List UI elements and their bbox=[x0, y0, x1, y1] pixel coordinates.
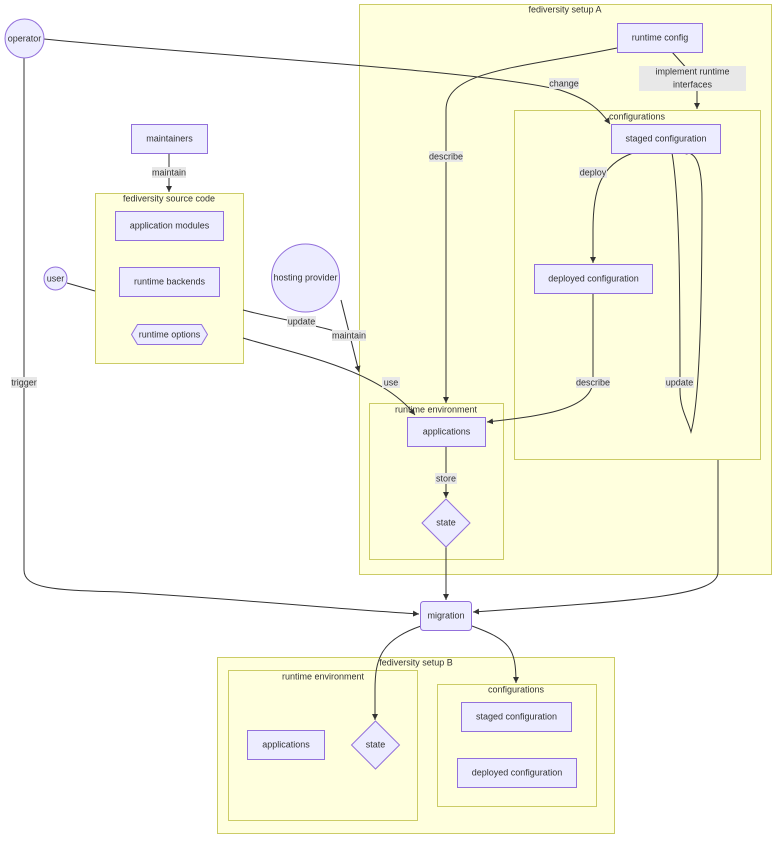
edge-label-maintain-2-text: maintain bbox=[332, 330, 366, 340]
edge-label-maintain-1-text: maintain bbox=[152, 167, 186, 177]
cluster-setup-a-title: fediversity setup A bbox=[528, 4, 601, 14]
node-runtime-backends-label: runtime backends bbox=[134, 276, 206, 286]
edges bbox=[23, 38, 719, 720]
cluster-setup-b-configurations-title: configurations bbox=[488, 684, 545, 694]
edge-label-update-1: update bbox=[287, 316, 316, 327]
cluster-setup-a-runtime-title: runtime environment bbox=[395, 404, 478, 414]
node-runtime-backends: runtime backends bbox=[119, 267, 220, 297]
node-operator-label: operator bbox=[8, 33, 42, 43]
node-staged-configuration-b: staged configuration bbox=[461, 702, 572, 732]
node-application-modules-label: application modules bbox=[130, 220, 210, 230]
node-user-label: user bbox=[47, 273, 65, 283]
node-application-modules: application modules bbox=[115, 211, 224, 241]
node-operator: operator bbox=[4, 18, 45, 59]
edge-label-describe-1: describe bbox=[429, 151, 463, 162]
edge-label-maintain-1: maintain bbox=[152, 167, 186, 178]
edge-label-maintain-2: maintain bbox=[332, 330, 366, 341]
edge-migration-state-b bbox=[372, 625, 422, 720]
edge-label-trigger: trigger bbox=[11, 377, 37, 388]
edge-label-update-2: update bbox=[665, 377, 694, 388]
node-hosting-provider: hosting provider bbox=[271, 243, 340, 313]
node-staged-configuration-a-label: staged configuration bbox=[625, 133, 706, 143]
node-deployed-configuration-a: deployed configuration bbox=[534, 264, 653, 294]
edge-label-describe-2: describe bbox=[576, 377, 610, 388]
edge-label-change-text: change bbox=[549, 78, 579, 88]
edge-label-deploy: deploy bbox=[579, 167, 607, 178]
node-state-b-label: state bbox=[366, 739, 386, 749]
edge-staged-update-loop bbox=[671, 148, 703, 434]
edge-label-trigger-text: trigger bbox=[11, 377, 37, 387]
edge-label-use: use bbox=[382, 377, 400, 388]
node-user: user bbox=[43, 266, 68, 291]
node-applications-b-label: applications bbox=[262, 739, 310, 749]
note-implement-runtime-interfaces: implement runtime interfaces bbox=[639, 66, 746, 91]
edge-operator-runtime-config bbox=[43, 38, 611, 125]
node-deployed-configuration-a-label: deployed configuration bbox=[548, 273, 639, 283]
edge-label-deploy-text: deploy bbox=[580, 167, 607, 177]
node-migration: migration bbox=[420, 601, 472, 631]
node-deployed-configuration-b-label: deployed configuration bbox=[472, 767, 563, 777]
cluster-source-code-title: fediversity source code bbox=[123, 193, 215, 203]
edge-label-update-2-text: update bbox=[666, 377, 694, 387]
node-runtime-options: runtime options bbox=[130, 324, 209, 345]
cluster-setup-b-title: fediversity setup B bbox=[379, 657, 453, 667]
note-implement-line1: implement runtime bbox=[655, 66, 729, 76]
edge-label-describe-2-text: describe bbox=[576, 377, 610, 387]
node-staged-configuration-a: staged configuration bbox=[611, 124, 721, 154]
node-migration-label: migration bbox=[427, 610, 464, 620]
cluster-setup-a-configurations-title: configurations bbox=[609, 111, 666, 121]
edge-label-use-text: use bbox=[384, 377, 399, 387]
node-state-b: state bbox=[350, 720, 401, 770]
edge-label-describe-1-text: describe bbox=[429, 151, 463, 161]
node-applications-a: applications bbox=[407, 417, 486, 447]
edge-staged-deploy bbox=[590, 152, 634, 263]
edge-source-use bbox=[242, 337, 416, 416]
edge-label-store-text: store bbox=[436, 473, 456, 483]
node-hosting-provider-label: hosting provider bbox=[273, 272, 337, 282]
edge-user-source bbox=[66, 282, 96, 292]
node-deployed-configuration-b: deployed configuration bbox=[457, 758, 577, 788]
node-maintainers-label: maintainers bbox=[146, 133, 193, 143]
edge-migration-configs-b bbox=[471, 625, 519, 684]
node-runtime-config: runtime config bbox=[617, 23, 703, 53]
edge-runtime-config-describe bbox=[443, 47, 618, 403]
node-staged-configuration-b-label: staged configuration bbox=[476, 711, 557, 721]
node-applications-b: applications bbox=[247, 730, 325, 760]
edge-configs-migration bbox=[472, 460, 719, 615]
node-applications-a-label: applications bbox=[423, 426, 471, 436]
edge-label-update-1-text: update bbox=[288, 316, 316, 326]
edge-label-change: change bbox=[549, 78, 579, 89]
cluster-setup-b-runtime-title: runtime environment bbox=[282, 671, 365, 681]
note-implement-line2: interfaces bbox=[673, 79, 713, 89]
edge-label-store: store bbox=[435, 473, 457, 484]
node-maintainers: maintainers bbox=[131, 124, 208, 154]
node-runtime-config-label: runtime config bbox=[632, 32, 689, 42]
edge-operator-migration bbox=[23, 58, 420, 617]
node-runtime-options-label: runtime options bbox=[139, 329, 201, 339]
node-state-a: state bbox=[421, 498, 471, 548]
node-state-a-label: state bbox=[436, 517, 456, 527]
